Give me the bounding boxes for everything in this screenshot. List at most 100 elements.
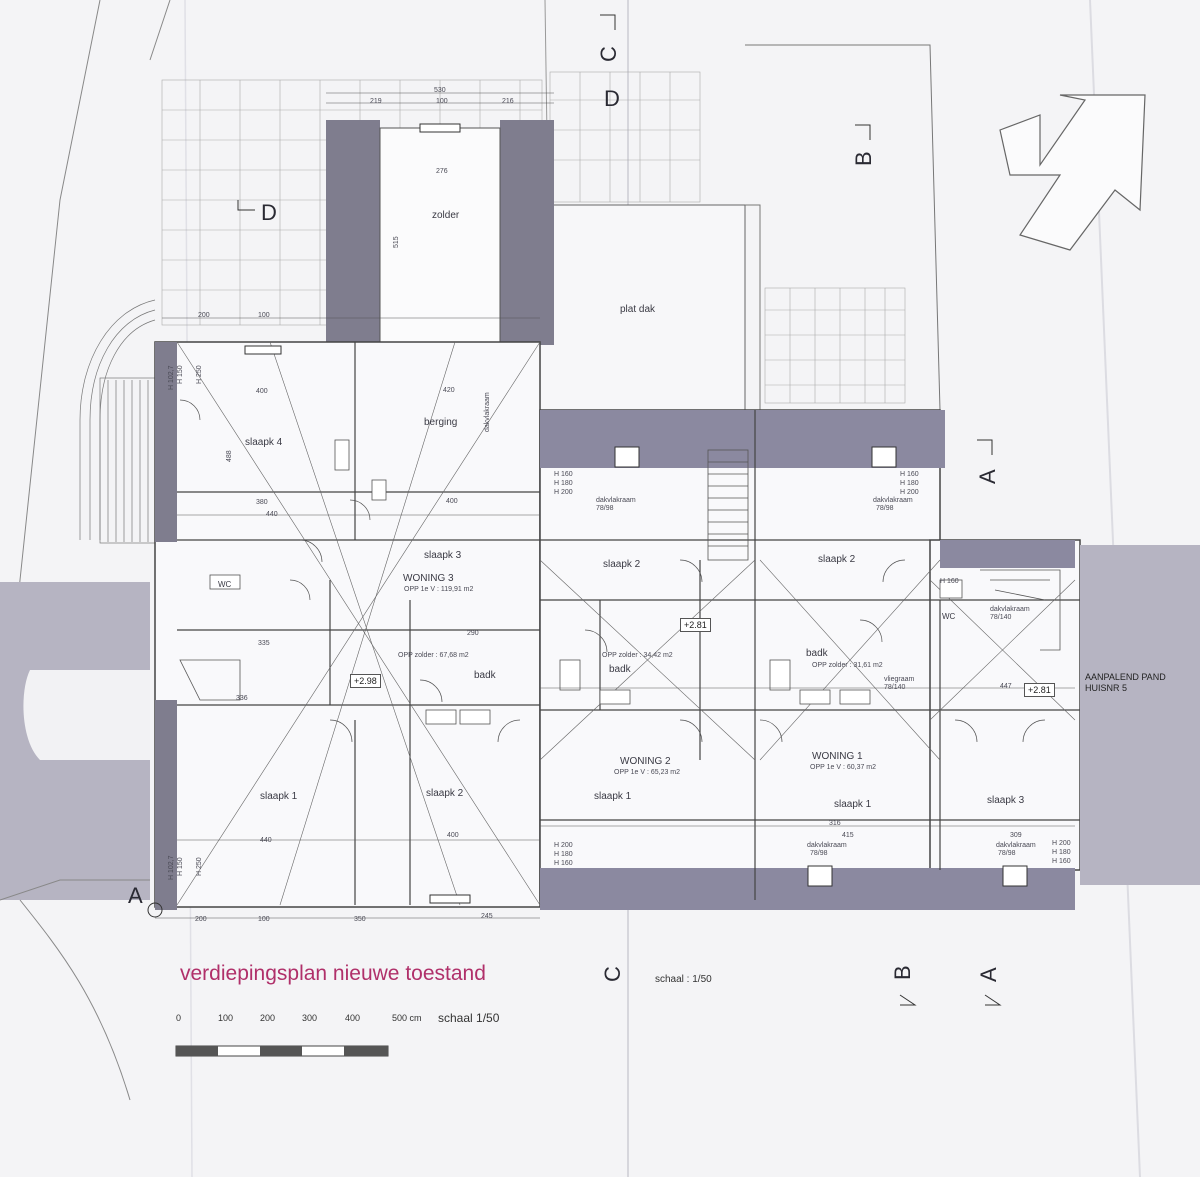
room-label-slaapk2-w1: slaapk 2 (818, 554, 856, 565)
dim-h250: H 250 (196, 857, 203, 876)
building-footprint (154, 341, 541, 908)
dim-h250: H 250 (196, 365, 203, 384)
unit-zolder-w3: OPP zolder : 67,68 m2 (398, 652, 469, 659)
section-mark-a: A (975, 469, 1000, 484)
room-label-wc-w3: WC (218, 580, 232, 589)
window-size: 78/98 (876, 505, 894, 512)
section-marker (984, 994, 1002, 1006)
room-label-slaapk3-w3: slaapk 3 (424, 550, 462, 561)
wall (500, 120, 554, 345)
scale-bar (175, 1045, 389, 1057)
room-label-berging: berging (424, 417, 458, 428)
roof-outline (745, 204, 761, 410)
window-note: dakvlakraam (596, 497, 636, 504)
wall (155, 342, 177, 542)
dim-400: 400 (256, 388, 268, 395)
wall (540, 868, 720, 910)
section-mark-b: B (890, 965, 915, 980)
room-label-slaapk3-w1: slaapk 3 (987, 795, 1025, 806)
section-marker (237, 200, 255, 211)
dim-h160: H 160 (1052, 858, 1071, 865)
sanitary-fixtures (209, 439, 963, 725)
dim-100: 100 (258, 916, 270, 923)
window-note: dakvlakraam (996, 842, 1036, 849)
dimension-lines (155, 92, 1075, 919)
neighbour-building (1080, 545, 1200, 885)
dim-h180: H 180 (1052, 849, 1071, 856)
scale-tick: 100 (218, 1013, 234, 1023)
dim-zolder-w: 276 (436, 168, 448, 175)
window-size: 78/140 (884, 684, 906, 691)
dim-447: 447 (1000, 683, 1012, 690)
dim-zolder-h: 515 (393, 236, 400, 248)
room-label-wc-w1: WC (942, 612, 956, 621)
dim-335: 335 (258, 640, 270, 647)
room-label-badk-w3: badk (474, 670, 496, 681)
dim-top-right: 216 (502, 98, 514, 105)
window-note: dakvlakraam (484, 392, 491, 432)
room-label-slaapk1-w3: slaapk 1 (260, 791, 298, 802)
window-size: 78/98 (998, 850, 1016, 857)
room-label-slaapk1-w1: slaapk 1 (834, 799, 872, 810)
dim-top-mid: 100 (436, 98, 448, 105)
level-badge-w2: +2.81 (680, 618, 711, 632)
dim-h160: H 160 (900, 471, 919, 478)
window-note: dakvlakraam (807, 842, 847, 849)
north-arrow (999, 94, 1146, 251)
room-label-badk-w1: badk (806, 648, 828, 659)
dim-420: 420 (443, 387, 455, 394)
dim-415: 415 (842, 832, 854, 839)
dim-top-left: 219 (370, 98, 382, 105)
dim-440: 440 (260, 837, 272, 844)
room-label-slaapk1-w2: slaapk 1 (594, 791, 632, 802)
roof-windows (244, 123, 1028, 904)
section-mark-c: C (600, 966, 625, 982)
section-marker (855, 124, 871, 140)
unit-zolder-w1: OPP zolder : 31,61 m2 (812, 662, 883, 669)
street-area (23, 670, 150, 760)
section-mark-d: D (604, 86, 620, 111)
unit-name-w3: WONING 3 (403, 573, 454, 584)
dim-h200: H 200 (554, 842, 573, 849)
dim-440: 440 (266, 511, 278, 518)
unit-name-w1: WONING 1 (812, 751, 863, 762)
dim-488: 488 (226, 450, 233, 462)
dim-h150: H 150 (177, 365, 184, 384)
street-area (0, 879, 150, 901)
section-marker (977, 439, 993, 455)
scale-tick: 0 (176, 1013, 182, 1023)
zolder-room (379, 127, 501, 344)
room-label-slaapk4: slaapk 4 (245, 437, 283, 448)
dim-h200: H 200 (554, 489, 573, 496)
roof-tile-grid (549, 71, 906, 404)
dim-h160: H 160 (554, 860, 573, 867)
unit-zolder-w2: OPP zolder : 34,42 m2 (602, 652, 673, 659)
dim-350: 350 (354, 916, 366, 923)
dim-380: 380 (256, 499, 268, 506)
plan-title: verdiepingsplan nieuwe toestand (180, 962, 486, 985)
room-label-slaapk2-w2: slaapk 2 (603, 559, 641, 570)
dim-200: 200 (195, 916, 207, 923)
dim-336: 336 (236, 695, 248, 702)
building-footprint (539, 409, 941, 901)
dim-h180: H 180 (554, 851, 573, 858)
dim-309: 309 (1010, 832, 1022, 839)
dim-h200: H 200 (900, 489, 919, 496)
street-area (19, 899, 131, 1101)
hatched-terrace (79, 299, 156, 544)
section-marker (600, 14, 616, 30)
scale-tick: 200 (260, 1013, 276, 1023)
door-swings (179, 399, 1046, 743)
wall (326, 120, 380, 345)
window-size: 78/98 (596, 505, 614, 512)
dim-100: 100 (258, 312, 270, 319)
window-size: 78/98 (810, 850, 828, 857)
site-outline (149, 0, 171, 61)
wall (940, 540, 1075, 568)
window-note: vliegraam (884, 676, 915, 683)
section-mark-c: C (596, 46, 621, 62)
section-mark-a: A (128, 883, 143, 908)
dim-h102: H 102,7 (168, 365, 175, 390)
window-note: dakvlakraam (873, 497, 913, 504)
